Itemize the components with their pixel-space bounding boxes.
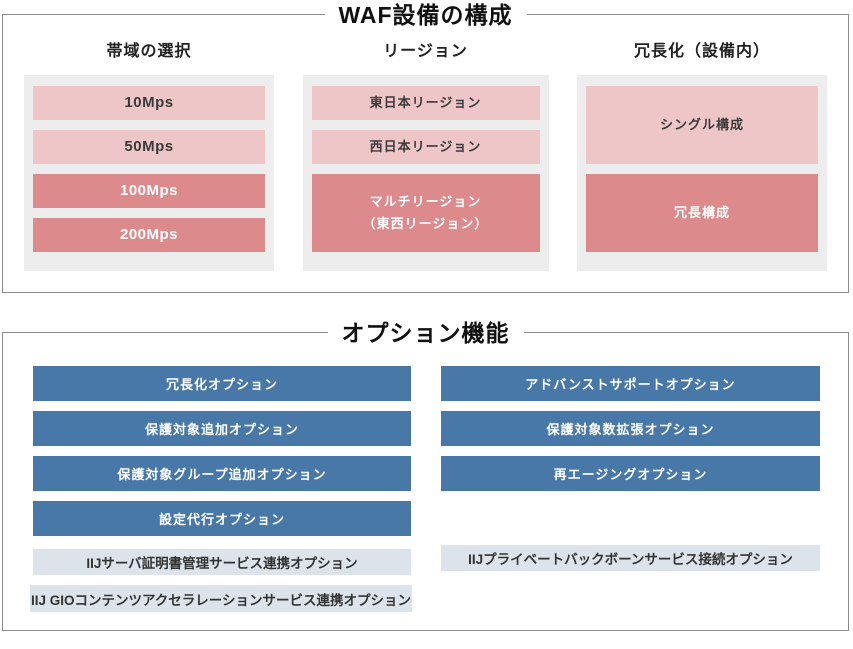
option-label: 冗長化オプション [165, 377, 278, 392]
region-option-label: 西日本リージョン [369, 139, 482, 154]
options-left-column: 冗長化オプション 保護対象追加オプション 保護対象グループ追加オプション 設定代… [30, 366, 412, 622]
redundancy-option-label: 冗長構成 [673, 205, 730, 220]
option-label: 保護対象グループ追加オプション [117, 467, 327, 482]
redundancy-column-header: 冗長化（設備内） [633, 43, 770, 60]
option-protection-group-add: 保護対象グループ追加オプション [33, 456, 411, 491]
region-option-sublabel: （東西リージョン） [362, 216, 489, 231]
region-option-label: マルチリージョン [369, 194, 482, 209]
redundancy-column: 冗長化（設備内） シングル構成 冗長構成 [577, 41, 827, 271]
bandwidth-column-header: 帯域の選択 [106, 43, 192, 60]
region-column-header: リージョン [383, 43, 468, 60]
option-label: 設定代行オプション [158, 512, 285, 527]
option-redundancy: 冗長化オプション [33, 366, 411, 401]
bandwidth-option-100mps: 100Mps [33, 174, 265, 208]
redundancy-column-box: シングル構成 冗長構成 [577, 75, 827, 271]
option-features-panel-title: オプション機能 [327, 318, 524, 348]
bandwidth-option-label: 50Mps [124, 138, 174, 155]
region-option-multi: マルチリージョン （東西リージョン） [311, 174, 540, 252]
bandwidth-option-label: 200Mps [119, 226, 179, 243]
region-option-east: 東日本リージョン [311, 86, 540, 120]
option-features-panel: オプション機能 冗長化オプション 保護対象追加オプション 保護対象グループ追加オ… [2, 318, 849, 631]
option-label: 保護対象追加オプション [144, 422, 299, 437]
option-protection-target-add: 保護対象追加オプション [33, 411, 411, 446]
option-config-agency: 設定代行オプション [33, 501, 411, 536]
option-iij-private-backbone-connect: IIJプライベートバックボーンサービス接続オプション [441, 545, 820, 571]
option-label: IIJ GIOコンテンツアクセラレーションサービス連携オプション [30, 592, 412, 608]
options-right-column: アドバンストサポートオプション 保護対象数拡張オプション 再エージングオプション… [441, 366, 820, 581]
bandwidth-option-200mps: 200Mps [33, 218, 265, 252]
waf-config-panel: WAF設備の構成 帯域の選択 10Mps 50Mps 100Mps 200Mps… [2, 0, 849, 293]
option-label: IIJプライベートバックボーンサービス接続オプション [468, 552, 793, 567]
bandwidth-column: 帯域の選択 10Mps 50Mps 100Mps 200Mps [24, 41, 274, 271]
waf-config-panel-title: WAF設備の構成 [324, 0, 527, 30]
redundancy-option-label: シングル構成 [659, 117, 744, 132]
bandwidth-option-label: 100Mps [119, 182, 179, 199]
bandwidth-column-box: 10Mps 50Mps 100Mps 200Mps [24, 75, 274, 271]
region-option-west: 西日本リージョン [311, 130, 540, 164]
bandwidth-option-10mps: 10Mps [33, 86, 265, 120]
option-label: アドバンストサポートオプション [525, 377, 736, 392]
bandwidth-option-label: 10Mps [124, 94, 174, 111]
option-advanced-support: アドバンストサポートオプション [441, 366, 820, 401]
option-iij-gio-content-accel-link: IIJ GIOコンテンツアクセラレーションサービス連携オプション [30, 585, 412, 612]
option-label: 再エージングオプション [553, 467, 708, 482]
redundancy-option-redundant: 冗長構成 [586, 174, 818, 252]
redundancy-option-single: シングル構成 [586, 86, 818, 164]
option-label: 保護対象数拡張オプション [546, 422, 715, 437]
region-column-box: 東日本リージョン 西日本リージョン マルチリージョン （東西リージョン） [302, 75, 549, 271]
region-column: リージョン 東日本リージョン 西日本リージョン マルチリージョン （東西リージョ… [302, 41, 549, 271]
option-iij-cert-mgmt-link: IIJサーバ証明書管理サービス連携オプション [33, 549, 411, 575]
region-option-label: 東日本リージョン [369, 95, 482, 110]
bandwidth-option-50mps: 50Mps [33, 130, 265, 164]
option-label: IIJサーバ証明書管理サービス連携オプション [86, 556, 358, 571]
option-protection-count-expand: 保護対象数拡張オプション [441, 411, 820, 446]
option-re-aging: 再エージングオプション [441, 456, 820, 491]
